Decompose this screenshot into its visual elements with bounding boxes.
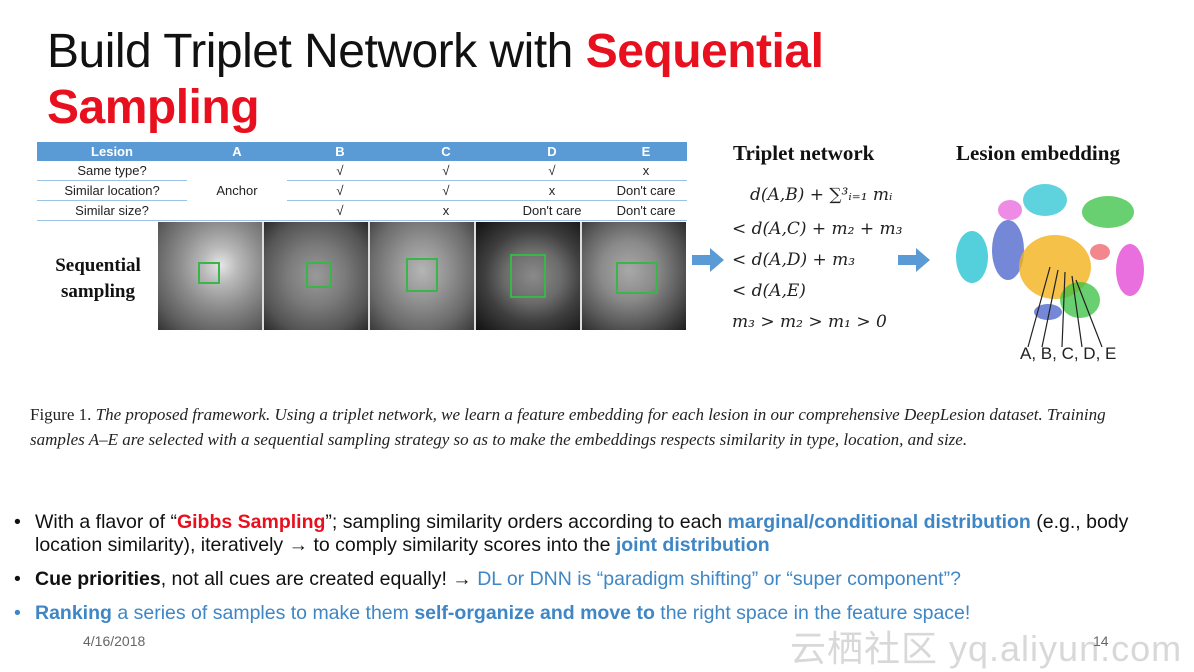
table-header-cell: C [393,142,499,161]
sampling-table: Lesion A B C D E Same type? √ √ √ x Simi… [37,142,687,221]
bullet-item-3: • Ranking a series of samples to make th… [14,602,1174,625]
table-cell: x [499,180,605,201]
caption-text: The proposed framework. Using a triplet … [30,405,1106,449]
bullet-text: With a flavor of “Gibbs Sampling”; sampl… [35,511,1129,556]
table-cell: √ [287,161,393,181]
table-header-cell: D [499,142,605,161]
seq-label-line2: sampling [61,281,135,302]
table-row: Similar location? Anchor √ √ x Don't car… [37,180,687,201]
figure-caption: Figure 1. The proposed framework. Using … [30,402,1160,452]
lesion-box [406,258,438,292]
seq-label-line1: Sequential [55,255,141,276]
table-row: Similar size? √ x Don't care Don't care [37,200,687,221]
title-text-2: Sequential [585,25,824,78]
equation-line: < d(A,D) + m₃ [732,250,856,270]
arrow-right-icon [898,248,930,272]
bullet-text: Ranking a series of samples to make them… [35,602,971,624]
table-row: Same type? √ √ √ x [37,161,687,181]
ct-image-a [158,222,264,330]
table-cell [187,200,287,221]
slide-date: 4/16/2018 [83,633,146,649]
bullet-item-1: • With a flavor of “Gibbs Sampling”; sam… [14,511,1174,557]
table-header-cell: Lesion [37,142,187,161]
table-header-row: Lesion A B C D E [37,142,687,161]
embedding-clusters [956,184,1144,320]
table-cell: √ [287,180,393,201]
table-cell [187,161,287,181]
table-cell: √ [393,161,499,181]
table-cell: √ [287,200,393,221]
equation-line: m₃ > m₂ > m₁ > 0 [732,312,887,332]
embedding-pointer-lines [1027,266,1103,348]
bullet-dot: • [14,511,21,533]
sequential-sampling-label: Sequential sampling [38,253,158,305]
lesion-box [510,254,546,298]
equation-line: < d(A,E) [732,281,806,301]
embedding-scatter [956,184,1144,348]
lesion-box [198,262,220,284]
ct-image-b [264,222,370,330]
table-header-cell: E [605,142,687,161]
bullet-text: Cue priorities, not all cues are created… [35,568,961,590]
title-text-1: Build Triplet Network with [47,25,586,78]
slide-title: Build Triplet Network with Sequential Sa… [47,24,1047,136]
bullet-item-2: • Cue priorities, not all cues are creat… [14,568,1174,591]
table-cell: Don't care [605,200,687,221]
ct-image-e [582,222,686,330]
embedding-points-label: A, B, C, D, E [1020,344,1117,363]
equation-line: d(A,B) + ∑³ᵢ₌₁ mᵢ [750,185,893,205]
table-cell: Don't care [605,180,687,201]
ct-image-strip [158,222,686,330]
table-cell-anchor: Anchor [216,183,258,198]
bullet-dot: • [14,602,21,624]
bullet-dot: • [14,568,21,590]
table-cell: Same type? [37,161,187,181]
table-cell: Similar location? [37,180,187,201]
table-cell: √ [393,180,499,201]
table-header-cell: B [287,142,393,161]
lesion-embedding-title: Lesion embedding [956,141,1120,165]
table-cell: x [393,200,499,221]
table-cell: x [605,161,687,181]
ct-image-d [476,222,582,330]
page-number: 14 [1093,633,1109,649]
caption-prefix: Figure 1. [30,405,96,424]
equation-line: < d(A,C) + m₂ + m₃ [732,219,903,239]
arrow-right-icon [692,248,724,272]
lesion-box [616,262,658,294]
triplet-network-title: Triplet network [733,141,875,165]
watermark: 云栖社区 yq.aliyun.com [790,628,1183,669]
ct-image-c [370,222,476,330]
table-cell: Don't care [499,200,605,221]
table-cell: Similar size? [37,200,187,221]
table-header-cell: A [187,142,287,161]
table-cell: √ [499,161,605,181]
title-text-3: Sampling [47,81,260,134]
lesion-box [306,262,332,288]
